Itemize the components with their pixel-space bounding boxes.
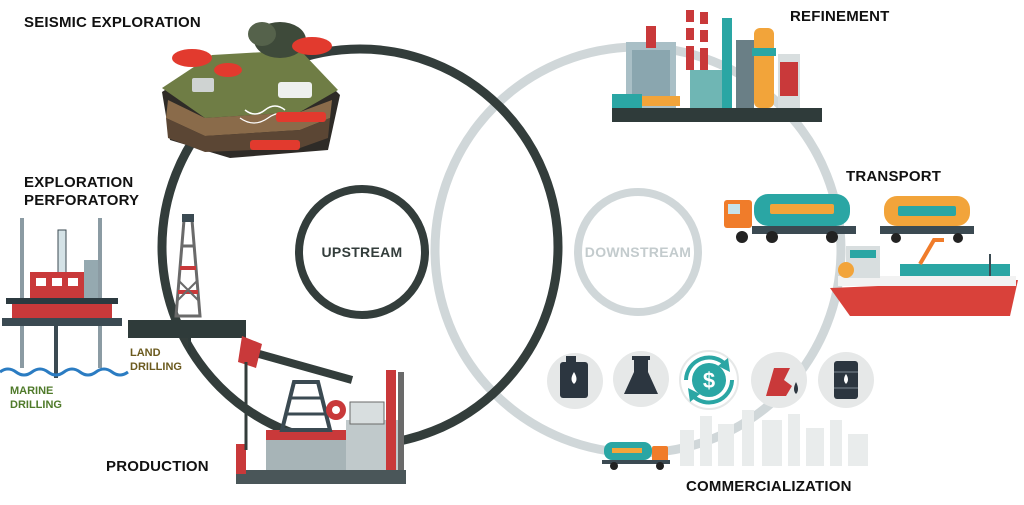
rail-tanker-illustration — [880, 196, 974, 243]
svg-text:$: $ — [703, 368, 715, 393]
refinement-title: REFINEMENT — [790, 8, 890, 25]
seismic-exploration-title: SEISMIC EXPLORATION — [24, 14, 201, 31]
exploration-title-line2: PERFORATORY — [24, 192, 140, 209]
production-title: PRODUCTION — [106, 458, 209, 475]
marine-drilling-line2: DRILLING — [10, 399, 62, 411]
oil-barrel-icon — [818, 352, 874, 408]
land-derrick-illustration — [128, 214, 246, 354]
dollar-cycle-icon: $ — [679, 350, 739, 410]
upstream-label: UPSTREAM — [321, 244, 403, 260]
small-truck-illustration — [602, 442, 670, 470]
tanker-truck-illustration — [724, 194, 856, 243]
tanker-ship-illustration — [830, 238, 1018, 316]
land-drilling-line2: DRILLING — [130, 361, 182, 373]
exploration-title-line1: EXPLORATION — [24, 174, 134, 191]
production-plant-illustration — [236, 336, 406, 484]
city-skyline-illustration — [680, 410, 868, 466]
upstream-hub-ring — [295, 185, 429, 319]
downstream-hub-ring — [574, 188, 702, 316]
transport-title: TRANSPORT — [846, 168, 942, 185]
marine-drilling-line1: MARINE — [10, 385, 54, 397]
seismic-terrain-illustration — [162, 22, 340, 158]
fuel-nozzle-icon — [751, 352, 807, 408]
exploration-perforatory-title: EXPLORATION PERFORATORY — [24, 174, 139, 210]
fuel-can-icon — [547, 353, 603, 409]
land-drilling-line1: LAND — [130, 347, 161, 359]
marine-rig-illustration — [0, 218, 129, 378]
flask-icon — [613, 351, 669, 407]
commercialization-title: COMMERCIALIZATION — [686, 478, 852, 495]
downstream-label: DOWNSTREAM — [584, 244, 692, 260]
marine-drilling-label: MARINE DRILLING — [10, 384, 62, 412]
land-drilling-label: LAND DRILLING — [130, 346, 182, 374]
refinery-illustration — [612, 10, 822, 122]
